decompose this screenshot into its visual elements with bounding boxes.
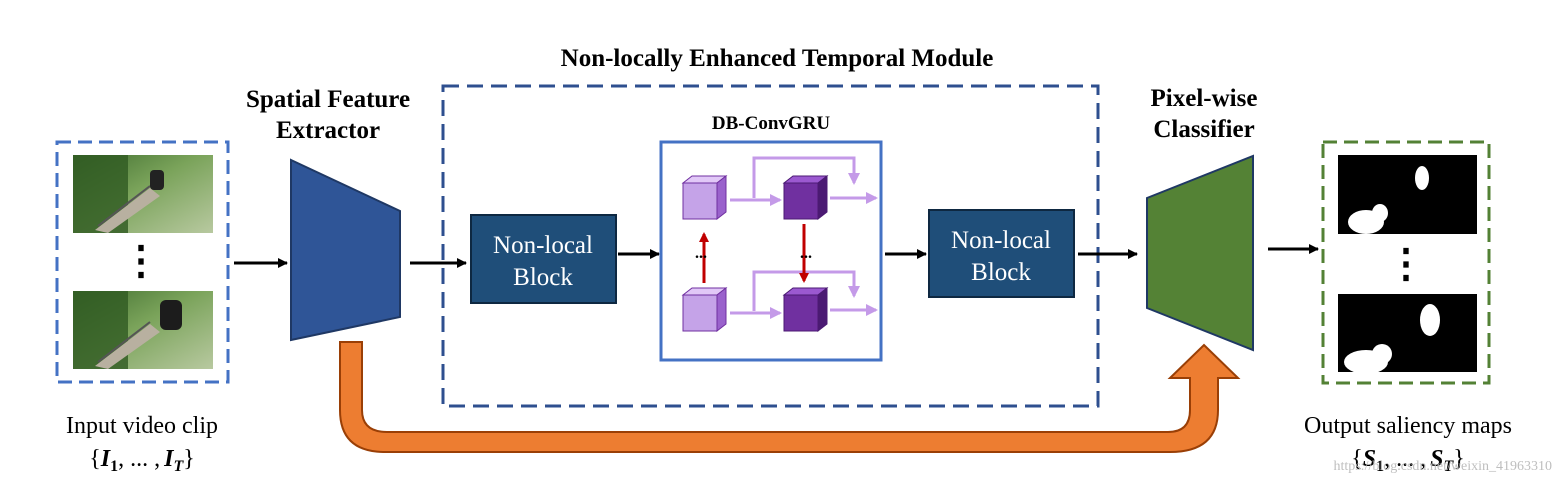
input-formula-iT: I — [163, 446, 175, 472]
input-caption: Input video clip — [66, 413, 218, 439]
input-clip-group: ⋮ — [55, 140, 230, 384]
input-formula-subT: T — [173, 458, 184, 475]
input-formula-open: { — [89, 446, 101, 472]
output-formula-mid: , ... , — [1384, 446, 1426, 472]
output-map-1 — [1338, 155, 1477, 234]
input-formula: {I1, ... ,IT} — [89, 446, 195, 475]
classifier-label-line1: Pixel-wise — [1151, 85, 1258, 112]
temporal-module-border — [441, 84, 1100, 408]
watermark: https://blog.csdn.net/weixin_41963310 — [1333, 459, 1552, 474]
input-formula-mid: , ... , — [118, 446, 160, 472]
output-formula-open: { — [1351, 446, 1363, 472]
convgru-title: DB-ConvGRU — [712, 113, 831, 134]
nonlocal-block-1-line1: Non-local — [493, 232, 593, 259]
module-title: Non-locally Enhanced Temporal Module — [561, 45, 994, 72]
input-vertical-ellipsis: ⋮ — [121, 238, 161, 283]
spatial-extractor-shape — [290, 158, 401, 342]
input-clip-border — [55, 140, 230, 384]
nonlocal-block-1-line2: Block — [513, 264, 573, 291]
output-formula-subT: T — [1443, 458, 1454, 475]
output-formula-sub1: 1 — [1376, 458, 1384, 475]
nonlocal-block-2: Non-local Block — [928, 209, 1075, 298]
convgru-cube-dark-top — [782, 174, 829, 221]
classifier-shape — [1146, 154, 1254, 352]
spatial-extractor-label-line1: Spatial Feature — [246, 86, 410, 113]
output-formula-sT: S — [1430, 446, 1443, 472]
input-formula-close: } — [183, 446, 195, 472]
spatial-extractor-label-line2: Extractor — [276, 117, 380, 144]
input-frame-2 — [73, 291, 213, 369]
skip-connection-arrow — [339, 341, 1241, 453]
convgru-ellipsis-right: ... — [800, 245, 812, 262]
nonlocal-block-2-line2: Block — [971, 259, 1031, 286]
convgru-cube-light-top — [681, 174, 728, 221]
convgru-ellipsis-left: ... — [695, 245, 707, 262]
output-maps-border — [1321, 140, 1491, 385]
convgru-cube-light-bottom — [681, 286, 728, 333]
output-formula-s1: S — [1363, 446, 1376, 472]
nonlocal-block-2-line1: Non-local — [951, 227, 1051, 254]
output-formula: {S1, ... ,ST} — [1351, 446, 1465, 475]
nonlocal-block-1: Non-local Block — [470, 214, 617, 304]
input-formula-sub1: 1 — [110, 458, 118, 475]
output-map-2 — [1338, 294, 1477, 374]
output-maps-group: ⋮ — [1321, 140, 1491, 385]
output-vertical-ellipsis: ⋮ — [1386, 241, 1426, 286]
classifier-label-line2: Classifier — [1153, 116, 1254, 143]
input-formula-i1: I — [100, 446, 112, 472]
convgru-cube-dark-bottom — [782, 286, 829, 333]
output-formula-close: } — [1453, 446, 1465, 472]
convgru-arrow-top-skip — [752, 156, 860, 198]
input-frame-1 — [73, 155, 213, 233]
output-caption: Output saliency maps — [1304, 413, 1512, 439]
